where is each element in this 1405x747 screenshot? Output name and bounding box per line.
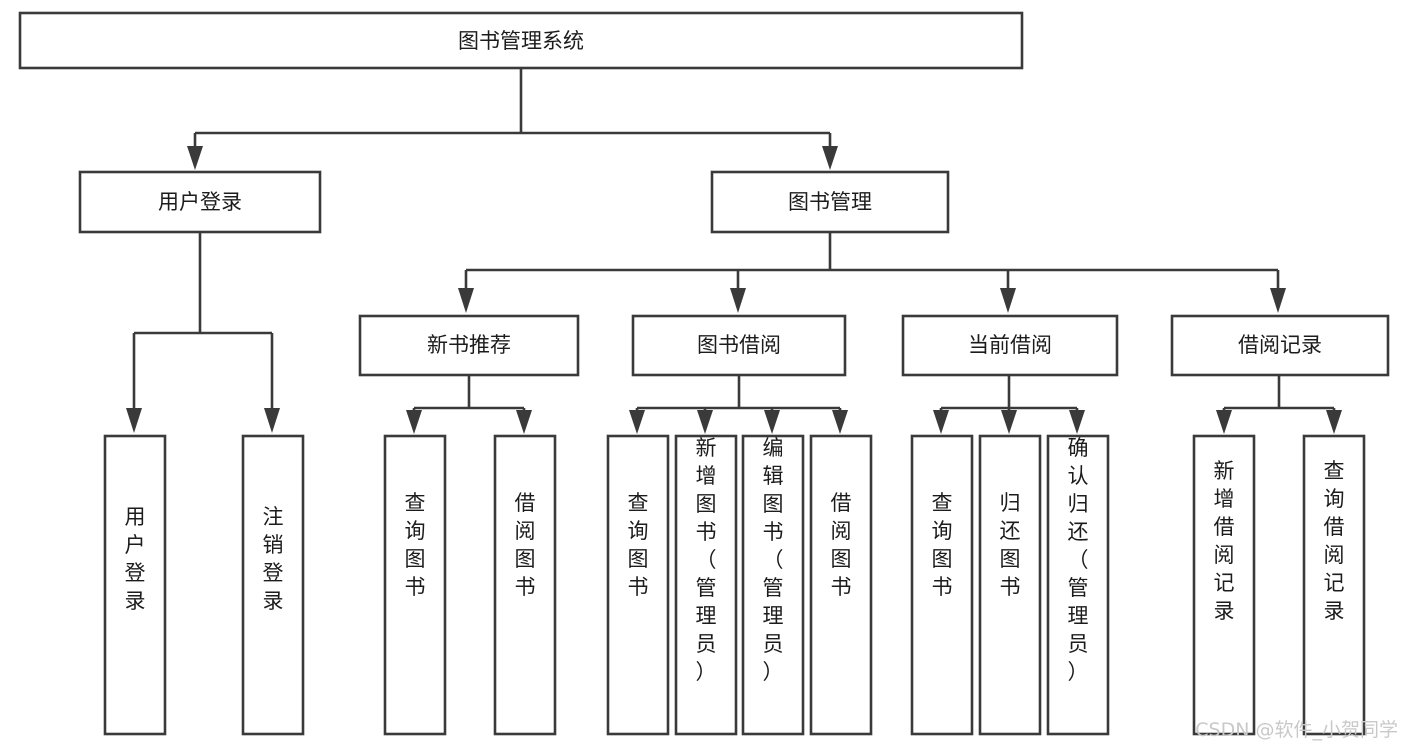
arrow-head-leaf-edit-book-admin <box>764 410 780 434</box>
leaf-add-book-admin-label: 新增图书（管理员） <box>696 436 717 684</box>
node-book-manage[interactable]: 图书管理 <box>710 170 950 234</box>
leaf-edit-book-admin-label: 编辑图书（管理员） <box>763 436 784 684</box>
arrow-head-new-book-recommend <box>458 288 474 313</box>
leaf-node-add-book-admin[interactable]: 新增图书（管理员） <box>674 434 738 736</box>
node-borrow-record[interactable]: 借阅记录 <box>1170 314 1390 377</box>
leaf-node-borrow-book-1[interactable]: 借阅图书 <box>493 434 557 736</box>
arrow-head-leaf-query-book-3 <box>933 410 949 434</box>
leaf-node-query-book-2[interactable]: 查询图书 <box>606 434 670 736</box>
leaf-borrow-book-1-label: 借阅图书 <box>515 491 536 599</box>
node-current-borrow-box[interactable] <box>901 314 1119 377</box>
leaf-node-query-book-1[interactable]: 查询图书 <box>383 434 447 736</box>
arrow-head-leaf-borrow-book-1 <box>516 410 532 434</box>
arrow-head-leaf-borrow-book-2 <box>832 410 848 434</box>
arrow-head-leaf-query-book-2 <box>629 410 645 434</box>
leaf-borrow-book-2-box[interactable] <box>809 434 873 736</box>
leaf-node-query-borrow-record[interactable]: 查询借阅记录 <box>1302 434 1366 736</box>
leaf-borrow-book-1-box[interactable] <box>493 434 557 736</box>
arrow-head-leaf-add-borrow-record <box>1216 410 1232 434</box>
arrow-head-leaf-user-login <box>126 408 142 433</box>
node-book-borrow-box[interactable] <box>631 314 847 377</box>
node-borrow-record-label: 借阅记录 <box>1238 333 1322 357</box>
node-current-borrow-label: 当前借阅 <box>968 333 1052 357</box>
leaf-node-confirm-return-admin[interactable]: 确认归还（管理员） <box>1046 434 1110 736</box>
node-root-label: 图书管理系统 <box>458 29 584 53</box>
leaf-node-edit-book-admin[interactable]: 编辑图书（管理员） <box>741 434 805 736</box>
arrow-head-user-login <box>187 146 203 170</box>
leaf-add-book-admin-box[interactable] <box>674 434 738 736</box>
leaf-query-borrow-record-box[interactable] <box>1302 434 1366 736</box>
csdn-watermark: CSDN @软件_小贺同学 <box>1195 719 1398 741</box>
arrow-head-borrow-record <box>1270 288 1286 313</box>
leaf-user-login-box[interactable] <box>103 434 167 736</box>
leaf-node-borrow-book-2[interactable]: 借阅图书 <box>809 434 873 736</box>
leaf-edit-book-admin-box[interactable] <box>741 434 805 736</box>
node-user-login-box[interactable] <box>78 170 322 234</box>
leaf-confirm-return-admin-box[interactable] <box>1046 434 1110 736</box>
leaf-query-book-3-box[interactable] <box>910 434 974 736</box>
leaf-return-book-box[interactable] <box>978 434 1042 736</box>
node-root-box[interactable] <box>18 11 1024 70</box>
node-book-borrow-label: 图书借阅 <box>697 333 781 357</box>
leaf-node-return-book[interactable]: 归还图书 <box>978 434 1042 736</box>
arrow-head-book-manage <box>822 146 838 170</box>
node-book-manage-label: 图书管理 <box>788 190 872 214</box>
node-new-book-recommend-label: 新书推荐 <box>427 333 511 357</box>
leaf-query-borrow-record-label: 查询借阅记录 <box>1324 459 1345 623</box>
leaf-add-borrow-record-label: 新增借阅记录 <box>1214 459 1235 623</box>
arrow-head-leaf-query-borrow-record <box>1326 410 1342 434</box>
arrow-head-leaf-confirm-return-admin <box>1069 410 1085 434</box>
leaf-node-user-logout[interactable]: 注销登录 <box>241 434 305 736</box>
leaf-layer: 用户登录 注销登录 查询图书 借阅图书 查询图书 新增图书 <box>103 434 1366 736</box>
node-user-login[interactable]: 用户登录 <box>78 170 322 234</box>
leaf-node-query-book-3[interactable]: 查询图书 <box>910 434 974 736</box>
arrow-head-book-borrow <box>730 288 746 313</box>
node-borrow-record-box[interactable] <box>1170 314 1390 377</box>
leaf-add-borrow-record-box[interactable] <box>1192 434 1256 736</box>
leaf-query-book-1-label: 查询图书 <box>405 491 426 599</box>
leaf-confirm-return-admin-label: 确认归还（管理员） <box>1068 436 1089 684</box>
node-root[interactable]: 图书管理系统 <box>18 11 1024 70</box>
leaf-user-logout-label: 注销登录 <box>263 505 284 613</box>
arrow-head-current-borrow <box>1000 288 1016 313</box>
arrow-head-leaf-user-logout <box>264 408 280 433</box>
arrow-head-leaf-return-book <box>1001 410 1017 434</box>
leaf-node-add-borrow-record[interactable]: 新增借阅记录 <box>1192 434 1256 736</box>
leaf-node-user-login[interactable]: 用户登录 <box>103 434 167 736</box>
leaf-user-logout-box[interactable] <box>241 434 305 736</box>
connector-layer <box>126 68 1342 434</box>
node-book-manage-box[interactable] <box>710 170 950 234</box>
arrow-head-leaf-query-book-1 <box>406 410 422 434</box>
node-book-borrow[interactable]: 图书借阅 <box>631 314 847 377</box>
leaf-borrow-book-2-label: 借阅图书 <box>831 491 852 599</box>
node-user-login-label: 用户登录 <box>158 190 242 214</box>
leaf-query-book-2-box[interactable] <box>606 434 670 736</box>
leaf-query-book-1-box[interactable] <box>383 434 447 736</box>
leaf-query-book-2-label: 查询图书 <box>628 491 649 599</box>
node-new-book-recommend[interactable]: 新书推荐 <box>358 314 580 377</box>
node-current-borrow[interactable]: 当前借阅 <box>901 314 1119 377</box>
leaf-query-book-3-label: 查询图书 <box>932 491 953 599</box>
arrow-head-leaf-add-book-admin <box>697 410 713 434</box>
node-new-book-recommend-box[interactable] <box>358 314 580 377</box>
leaf-return-book-label: 归还图书 <box>1000 491 1021 599</box>
leaf-user-login-label: 用户登录 <box>125 505 146 613</box>
